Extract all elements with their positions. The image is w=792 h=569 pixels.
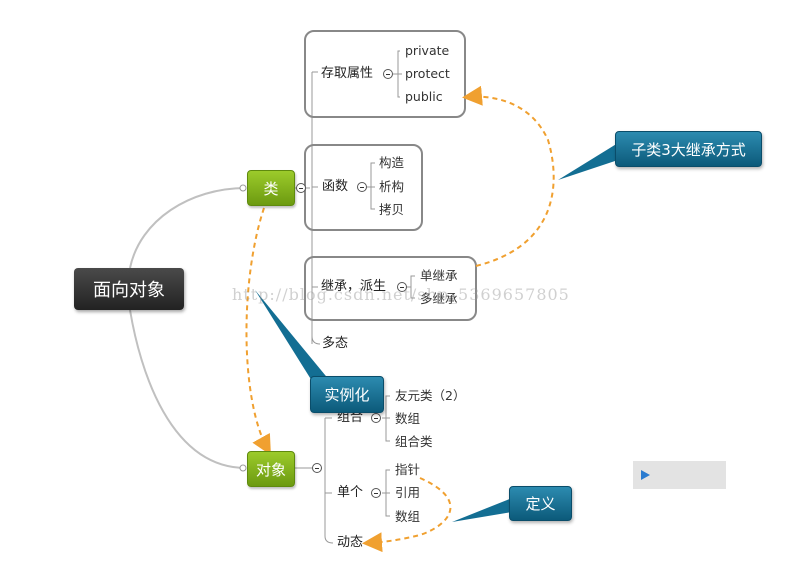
combo-item-friend-class[interactable]: 友元类（2）: [395, 388, 466, 403]
object-collapse-toggle[interactable]: [312, 463, 322, 473]
inherit-callout-pointer: [558, 143, 618, 180]
access-item-public[interactable]: public: [405, 89, 443, 104]
inherit-to-access-arrow: [462, 85, 555, 267]
dynamic-label[interactable]: 动态: [337, 535, 364, 550]
single-item-array[interactable]: 数组: [395, 509, 421, 524]
inherit-item-multiple[interactable]: 多继承: [420, 291, 458, 306]
collapsed-panel[interactable]: [633, 461, 726, 489]
single-collapse-toggle[interactable]: [371, 488, 381, 498]
inherit-group-box: [304, 256, 477, 321]
class-to-object-arrow: [245, 207, 271, 456]
define-callout-pointer: [452, 498, 512, 522]
inheritance-ways-callout[interactable]: 子类3大继承方式: [615, 131, 762, 167]
root-node[interactable]: 面向对象: [74, 268, 184, 310]
composition-label[interactable]: 组合: [337, 410, 364, 425]
combo-item-composite-class[interactable]: 组合类: [395, 434, 433, 449]
object-node[interactable]: 对象: [247, 451, 295, 487]
function-item-constructor[interactable]: 构造: [379, 155, 405, 170]
polymorphism-label[interactable]: 多态: [322, 336, 349, 351]
inherit-item-single[interactable]: 单继承: [420, 268, 458, 283]
functions-collapse-toggle[interactable]: [357, 182, 367, 192]
combo-item-array[interactable]: 数组: [395, 411, 421, 426]
class-collapse-toggle[interactable]: [296, 183, 306, 193]
composition-collapse-toggle[interactable]: [371, 413, 381, 423]
access-item-private[interactable]: private: [405, 43, 450, 58]
functions-label[interactable]: 函数: [322, 179, 349, 194]
play-arrow-icon[interactable]: [641, 470, 650, 480]
access-collapse-toggle[interactable]: [383, 69, 393, 79]
instantiate-callout-pointer: [255, 290, 330, 381]
class-node[interactable]: 类: [247, 170, 295, 206]
watermark-text: http://blog.csdn.net/shp_5369657805: [232, 285, 570, 304]
single-item-reference[interactable]: 引用: [395, 485, 421, 500]
inheritance-collapse-toggle[interactable]: [397, 282, 407, 292]
root-to-class-link: [129, 187, 247, 269]
function-item-destructor[interactable]: 析构: [379, 179, 405, 194]
definition-callout[interactable]: 定义: [509, 486, 572, 521]
access-attributes-label[interactable]: 存取属性: [321, 66, 374, 81]
access-group-box: [304, 30, 466, 118]
instantiation-callout[interactable]: 实例化: [310, 376, 384, 413]
single-item-pointer[interactable]: 指针: [395, 462, 421, 477]
root-to-object-link: [129, 309, 247, 469]
function-item-copy[interactable]: 拷贝: [379, 202, 405, 217]
single-label[interactable]: 单个: [337, 485, 364, 500]
inheritance-label[interactable]: 继承，派生: [321, 279, 387, 294]
pointer-to-dynamic-arrow: [362, 477, 452, 553]
access-item-protect[interactable]: protect: [405, 66, 450, 81]
